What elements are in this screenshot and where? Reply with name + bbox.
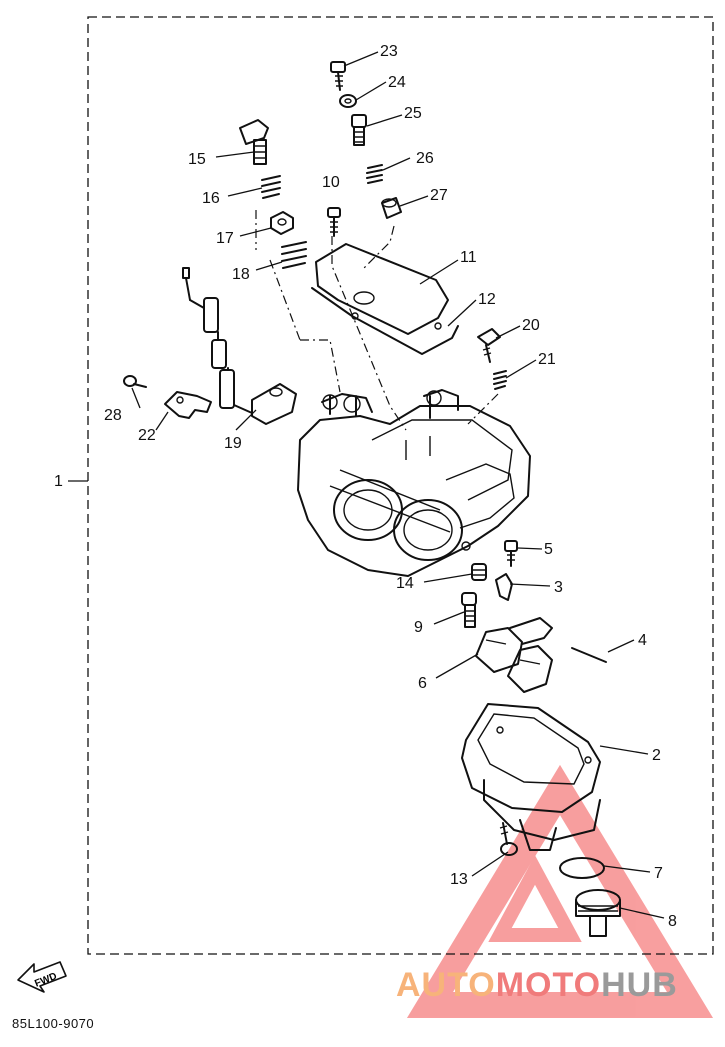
label-part: 23 [380,43,398,60]
label-part: 4 [638,632,647,649]
part-26-spring [366,164,383,184]
part-9-jet [461,592,477,628]
part-14-jet [471,563,487,581]
label-part: 16 [202,190,220,207]
label-part: 12 [478,291,496,308]
watermark-part-hub: HUB [601,966,678,1004]
part-17-nut [270,211,294,235]
part-24-washer [339,94,357,108]
label-part: 28 [104,407,122,424]
part-10-screw [327,207,341,237]
part-12-gasket [311,287,459,355]
label-part: 7 [654,865,663,882]
label-part: 3 [554,579,563,596]
part-20-screw [477,328,501,363]
watermark-part-auto: AUTO [396,966,496,1004]
label-part: 5 [544,541,553,558]
label-part: 25 [404,105,422,122]
label-part: 17 [216,230,234,247]
label-part: 2 [652,747,661,764]
part-7-o-ring [559,857,605,879]
label-part: 26 [416,150,434,167]
part-11-cover [315,243,449,335]
assembly-boundary [87,16,714,955]
label-part: 6 [418,675,427,692]
label-part: 19 [224,435,242,452]
label-part: 13 [450,871,468,888]
part-number-labels: 1 2 3 4 5 6 7 8 9 10 11 12 13 14 15 16 1… [54,43,677,930]
label-assembly: 1 [54,473,63,490]
part-22-bracket [164,391,212,419]
label-part: 27 [430,187,448,204]
watermark-logo: AUTOMOTOHUB [396,966,678,1005]
part-18-spring [281,241,307,269]
carburetor-body [297,389,531,577]
fwd-arrow-icon: FWD [17,961,67,993]
label-part: 22 [138,427,156,444]
label-part: 14 [396,575,414,592]
part-4-pin [571,647,607,663]
leader-lines [131,51,665,919]
part-6-float [475,617,553,693]
diagram-code: 85L100-9070 [12,1016,95,1031]
label-part: 8 [668,913,677,930]
label-part: 21 [538,351,556,368]
watermark-triangle [406,764,714,1018]
label-part: 24 [388,74,406,91]
part-28-screw [123,375,147,388]
label-part: 10 [322,174,340,191]
label-part: 15 [188,151,206,168]
part-25-jet [351,114,367,146]
part-5-screw [504,540,518,567]
watermark-part-moto: MOTO [495,966,602,1004]
part-2-float-bowl [461,703,601,851]
label-part: 18 [232,266,250,283]
part-3-clip [495,573,513,601]
part-15-valve-screw [239,119,269,165]
part-23-screw [330,61,346,91]
part-19-sensor-cable [182,267,297,425]
part-21-spring [493,370,507,390]
part-13-screw [499,822,518,856]
label-part: 11 [460,249,477,266]
part-27-plunger [381,197,402,219]
label-part: 20 [522,317,540,334]
label-part: 9 [414,619,423,636]
part-16-spring [261,175,281,199]
